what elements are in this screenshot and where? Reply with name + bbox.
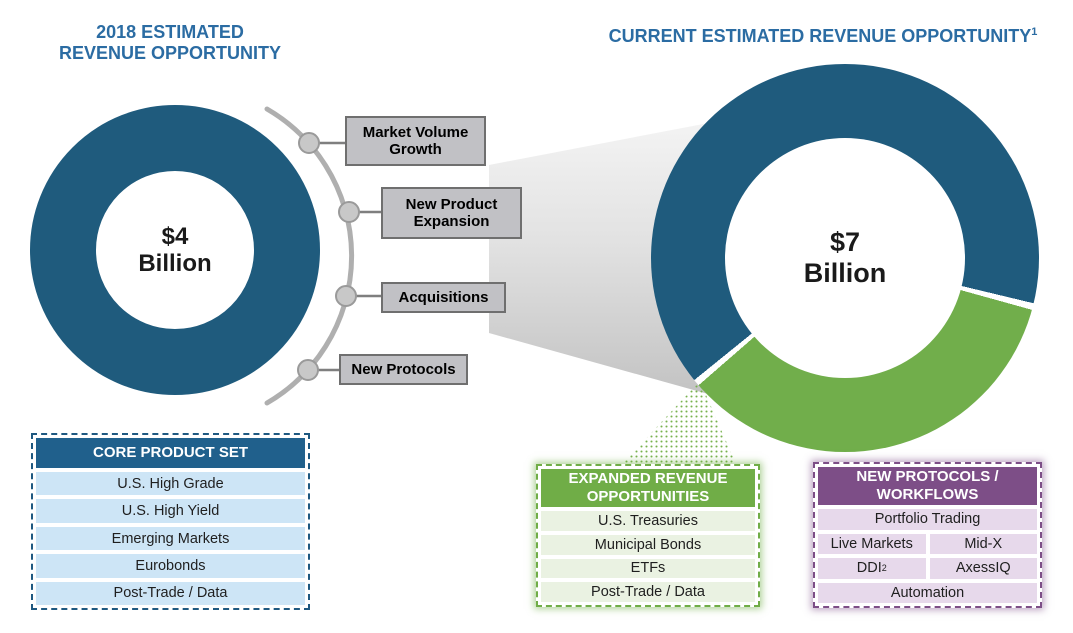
donut-current-revenue: $7 Billion <box>651 64 1039 452</box>
arc-node-4 <box>297 359 319 381</box>
donut-current-center-label: $7 Billion <box>651 64 1039 452</box>
left-chart-title-line2: REVENUE OPPORTUNITY <box>58 43 282 63</box>
expanded-revenue-table: EXPANDED REVENUE OPPORTUNITIES U.S. Trea… <box>536 464 760 607</box>
protocols-table-header-line1: NEW PROTOCOLS / <box>856 468 999 485</box>
expanded-table-row-municipal-bonds: Municipal Bonds <box>541 534 755 555</box>
driver-box-new-protocols: New Protocols <box>339 354 468 385</box>
donut-current-unit: Billion <box>803 258 887 288</box>
core-table-row-eurobonds: Eurobonds <box>36 554 305 578</box>
right-chart-title-text: CURRENT ESTIMATED REVENUE OPPORTUNITY <box>608 26 1032 46</box>
donut-current-value: $7 <box>829 227 861 257</box>
expanded-table-row-post-trade-data: Post-Trade / Data <box>541 582 755 602</box>
protocols-table-cell-axessiq: AxessIQ <box>929 558 1037 579</box>
core-table-header: CORE PRODUCT SET <box>36 438 305 468</box>
protocols-table-cell-midx: Mid-X <box>929 533 1037 554</box>
left-chart-title-line1: 2018 ESTIMATED <box>96 22 244 42</box>
protocols-table-header-line2: WORKFLOWS <box>876 486 979 503</box>
core-table-row-us-high-grade: U.S. High Grade <box>36 472 305 496</box>
driver-box-new-product-expansion: New Product Expansion <box>381 187 522 239</box>
driver-box-acquisitions: Acquisitions <box>381 282 506 313</box>
arc-node-3 <box>335 285 357 307</box>
left-chart-title: 2018 ESTIMATED REVENUE OPPORTUNITY <box>20 22 320 64</box>
right-chart-title: CURRENT ESTIMATED REVENUE OPPORTUNITY1 <box>573 22 1073 47</box>
donut-2018-unit: Billion <box>138 250 212 277</box>
new-protocols-workflows-table: NEW PROTOCOLS / WORKFLOWS Portfolio Trad… <box>813 462 1042 608</box>
ddi-footnote-marker: 2 <box>881 563 887 574</box>
expanded-table-header-line1: EXPANDED REVENUE <box>568 470 728 487</box>
donut-current-hole <box>725 138 965 378</box>
expanded-table-row-us-treasuries: U.S. Treasuries <box>541 511 755 531</box>
core-table-row-post-trade-data: Post-Trade / Data <box>36 581 305 606</box>
protocols-table-split-row-1: Live Markets Mid-X <box>818 533 1037 554</box>
core-table-row-emerging-markets: Emerging Markets <box>36 526 305 551</box>
protocols-table-header: NEW PROTOCOLS / WORKFLOWS <box>818 467 1037 505</box>
right-title-footnote-marker: 1 <box>1031 26 1038 38</box>
core-table-row-us-high-yield: U.S. High Yield <box>36 499 305 523</box>
arc-node-2 <box>338 201 360 223</box>
driver-box-market-volume-growth: Market Volume Growth <box>345 116 486 166</box>
protocols-table-row-automation: Automation <box>818 582 1037 603</box>
donut-2018-center-label: $4 Billion <box>96 171 254 329</box>
protocols-table-cell-live-markets: Live Markets <box>818 533 926 554</box>
protocols-table-row-portfolio-trading: Portfolio Trading <box>818 509 1037 530</box>
green-dotted-funnel <box>622 381 736 464</box>
expanded-table-row-etfs: ETFs <box>541 558 755 579</box>
expanded-table-header: EXPANDED REVENUE OPPORTUNITIES <box>541 469 755 507</box>
donut-2018-value: $4 <box>161 223 189 250</box>
donut-2018-revenue: $4 Billion <box>30 105 320 395</box>
core-product-set-table: CORE PRODUCT SET U.S. High Grade U.S. Hi… <box>31 433 310 610</box>
protocols-cell-ddi-text: DDI <box>856 560 882 577</box>
arc-node-1 <box>298 132 320 154</box>
expanded-table-header-line2: OPPORTUNITIES <box>586 488 710 505</box>
